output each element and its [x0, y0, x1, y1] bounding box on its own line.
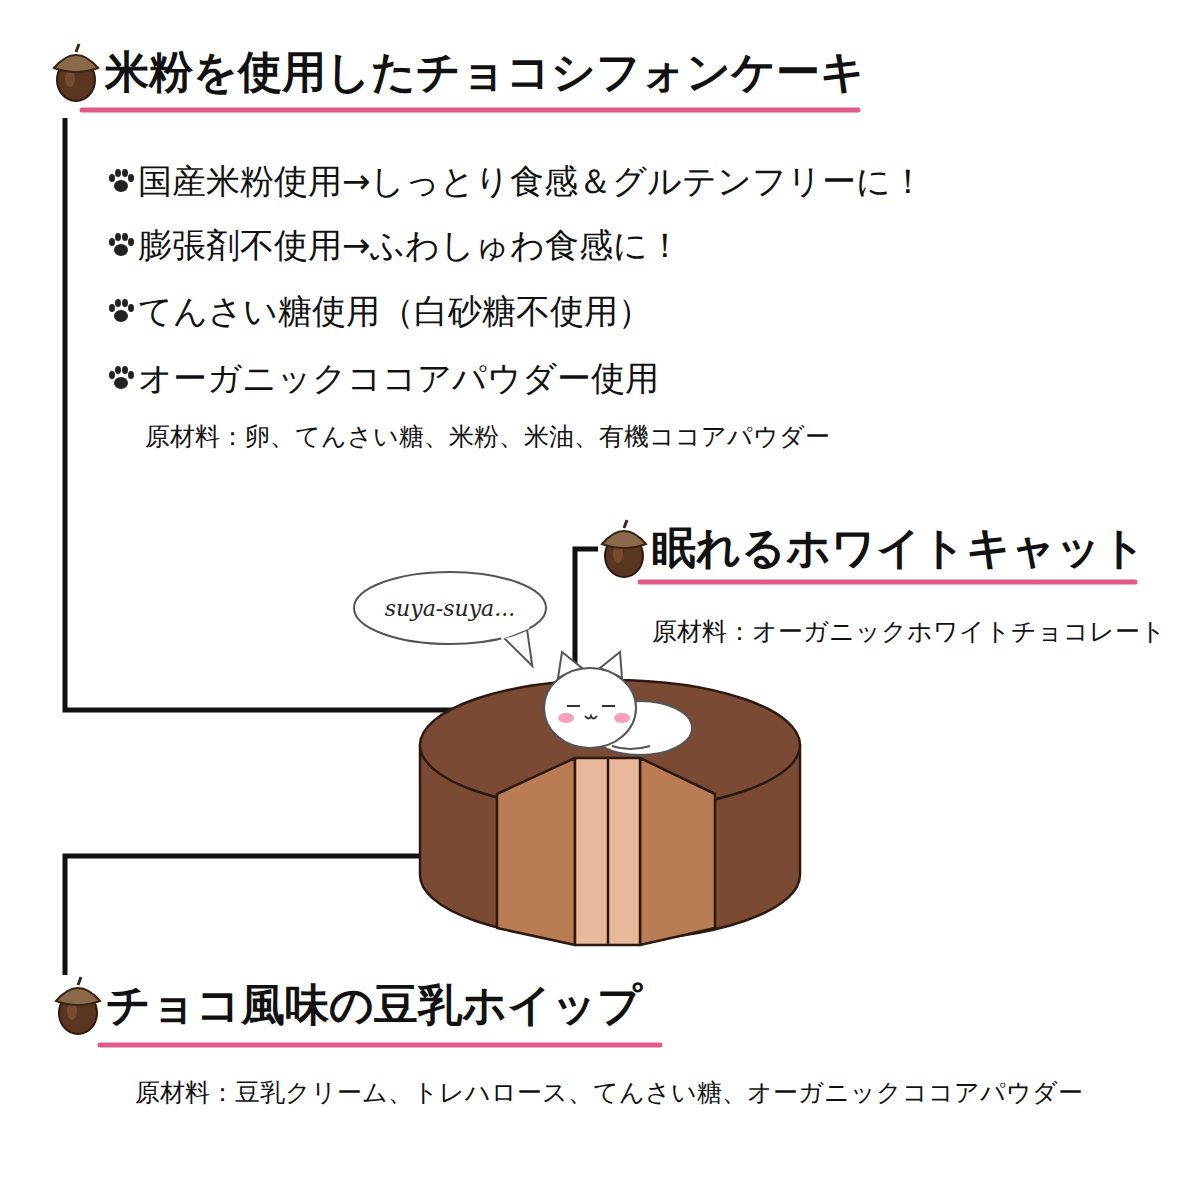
heading-underline [100, 1043, 660, 1048]
ingredient-list: 原材料：豆乳クリーム、トレハロース、てんさい糖、オーガニックココアパウダー [135, 1078, 1083, 1108]
feature-bullet: オーガニックココアパウダー使用 [138, 358, 659, 399]
section-heading: 眠れるホワイトキャット [652, 522, 1146, 575]
speech-bubble: suya-suya... [352, 570, 548, 646]
sleeping-white-cat [544, 652, 692, 755]
ingredient-list: 原材料：卵、てんさい糖、米粉、米油、有機ココアパウダー [145, 422, 830, 452]
paw-bullet [109, 299, 134, 322]
paw-bullet [109, 366, 134, 389]
feature-bullet: 膨張剤不使用→ふわしゅわ食感に！ [138, 225, 683, 266]
paw-bullet [109, 169, 134, 192]
heading-underline [640, 580, 1135, 585]
section-heading: 米粉を使用したチョコシフォンケーキ [105, 46, 865, 99]
paw-bullet [109, 233, 134, 256]
acorn-icon [602, 520, 646, 577]
feature-bullet: てんさい糖使用（白砂糖不使用） [138, 291, 652, 332]
acorn-icon [54, 44, 98, 101]
leader-line [575, 549, 598, 665]
section-heading: チョコ風味の豆乳ホイップ [106, 979, 642, 1032]
bubble-text: suya-suya... [385, 596, 515, 621]
acorn-icon [56, 977, 100, 1034]
feature-bullet: 国産米粉使用→しっとり食感＆グルテンフリーに！ [138, 161, 926, 202]
ingredient-list: 原材料：オーガニックホワイトチョコレート [652, 617, 1166, 647]
heading-underline [82, 108, 858, 113]
